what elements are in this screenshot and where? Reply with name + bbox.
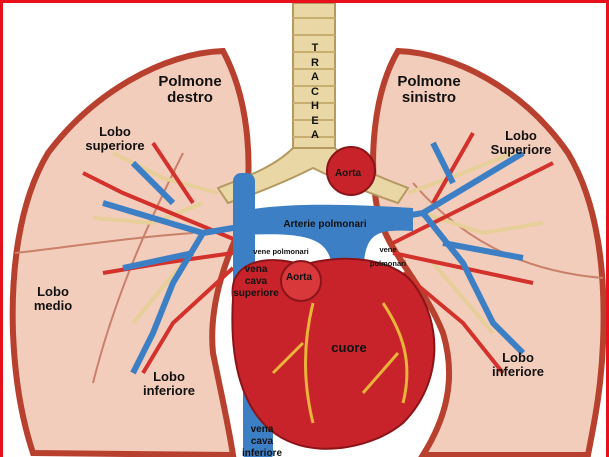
label-pulmonary-veins-left: vene polmonari [370, 243, 406, 272]
label-pulmonary-veins-right: vene polmonari [253, 247, 309, 256]
trachea-letter: T [311, 42, 319, 54]
label-line: medio [33, 297, 73, 313]
label-aorta-root: Aorta [285, 272, 313, 283]
label-line: Lobo [37, 284, 69, 299]
label-line: Polmone [158, 73, 222, 90]
trachea-letter: C [311, 85, 319, 98]
label-line: Lobo [505, 128, 537, 143]
label-line: superiore [233, 288, 279, 299]
trachea-letter: H [311, 100, 319, 112]
trachea-letter: A [311, 71, 319, 83]
label-line: inferiore [491, 363, 545, 379]
label-line: cava [250, 436, 274, 447]
label-line: Lobo [502, 350, 534, 365]
label-line: vena [244, 264, 268, 275]
label-line: inferiore [241, 448, 283, 457]
coronary-vessels [271, 302, 409, 424]
bronchial-branches [92, 151, 544, 335]
anatomy-illustration [9, 3, 606, 457]
label-trachea: T R A C H E A [311, 41, 319, 143]
trachea-letter: E [311, 114, 319, 127]
label-line: sinistro [401, 88, 457, 106]
aorta-root [280, 260, 322, 302]
label-line: inferiore [142, 382, 196, 398]
trachea-letter: R [311, 56, 319, 69]
aortic-arch [326, 146, 376, 196]
label-line: Superiore [490, 141, 552, 157]
right-lung-fissure-upper [14, 232, 194, 254]
right-lung [9, 47, 252, 457]
label-heart: cuore [331, 340, 367, 355]
label-pulmonary-arteries: Arterie polmonari [283, 219, 367, 230]
label-line: destro [167, 88, 213, 106]
label-line: Lobo [99, 124, 131, 139]
label-line: Lobo [153, 369, 185, 384]
label-line: cava [244, 276, 268, 287]
label-line: superiore [85, 137, 145, 153]
label-line: Polmone [397, 73, 461, 90]
trachea-letter: A [311, 129, 319, 141]
label-line: vene [379, 245, 397, 254]
label-line: polmonari [369, 259, 407, 269]
pulmonary-blue-vessels [102, 141, 526, 375]
label-line: vena [250, 424, 274, 435]
label-aortic-arch: Aorta [334, 168, 362, 179]
pulmonary-artery [233, 204, 413, 283]
